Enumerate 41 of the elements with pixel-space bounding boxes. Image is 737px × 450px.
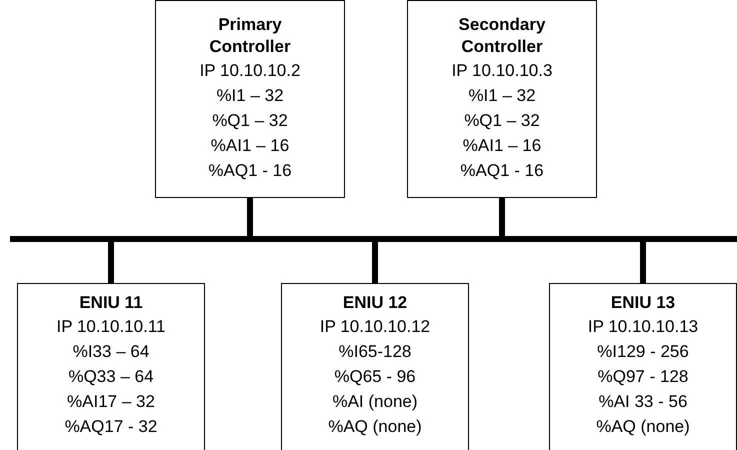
io-range: %AQ1 - 16 [460,160,544,182]
io-range: %AI1 – 16 [210,135,290,157]
io-range: %AI (none) [332,391,418,413]
io-range: %AI 33 - 56 [598,391,688,413]
io-range: %I33 – 64 [72,341,150,363]
io-range: %I1 – 32 [468,85,536,107]
io-range: %Q1 – 32 [464,110,540,132]
io-range: %AI17 – 32 [67,391,155,413]
io-range: %Q1 – 32 [212,110,288,132]
ip-address: IP 10.10.10.11 [56,316,166,338]
network-connector [499,198,505,236]
io-range: %Q33 – 64 [68,366,154,388]
device-box [281,283,469,450]
io-range: %AQ (none) [596,416,690,438]
device-name: ENIU 12 [342,292,408,314]
io-range: %AI1 – 16 [462,135,542,157]
ip-address: IP 10.10.10.3 [452,60,552,82]
device-name: ENIU 11 [79,292,143,314]
io-range: %Q65 - 96 [334,366,416,388]
io-range: %I129 - 256 [597,341,689,363]
ip-address: IP 10.10.10.2 [200,60,300,82]
network-connector [247,198,253,236]
device-box [17,283,205,450]
io-range: %Q97 - 128 [598,366,688,388]
device-name: Secondary Controller [458,14,546,58]
io-range: %AQ1 - 16 [208,160,292,182]
network-bus [10,236,737,242]
device-box [407,0,597,198]
network-connector [108,242,114,283]
device-name: Primary Controller [208,14,292,58]
device-box [549,283,737,450]
network-connector [372,242,378,283]
device-name: ENIU 13 [610,292,676,314]
io-range: %AQ17 - 32 [64,416,158,438]
io-range: %AQ (none) [328,416,422,438]
ip-address: IP 10.10.10.13 [588,316,698,338]
network-connector [640,242,646,283]
io-range: %I1 – 32 [216,85,284,107]
device-box [155,0,345,198]
io-range: %I65-128 [338,341,412,363]
ip-address: IP 10.10.10.12 [320,316,430,338]
